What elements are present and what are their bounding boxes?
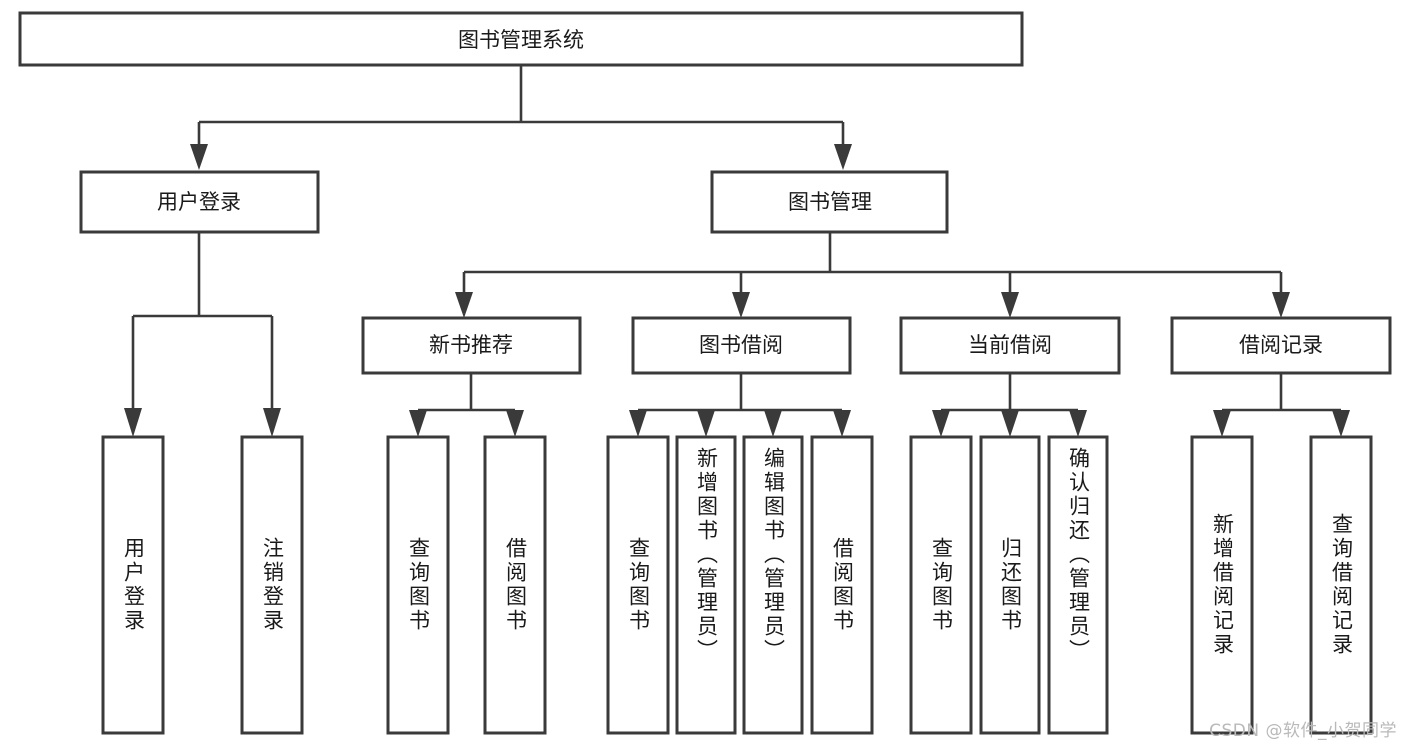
arrow-head-icon xyxy=(834,144,852,170)
arrow-head-icon xyxy=(629,410,647,437)
connector-new-book-recommend-to-leaves xyxy=(409,373,524,437)
arrow-head-icon xyxy=(455,292,473,318)
connector-root-to-level2 xyxy=(190,65,852,170)
node-new-book-recommend[interactable]: 新书推荐 xyxy=(361,316,582,375)
csdn-watermark: CSDN @软件_小贺同学 xyxy=(1209,721,1397,741)
arrow-head-icon xyxy=(409,410,427,437)
node-new-book-recommend-label: 新书推荐 xyxy=(429,333,513,357)
leaf-box-borrow-record-1[interactable] xyxy=(1309,435,1373,735)
leaf-box-new-book-1[interactable] xyxy=(483,435,547,735)
arrow-head-icon xyxy=(1213,410,1231,437)
node-borrow-record[interactable]: 借阅记录 xyxy=(1170,316,1392,375)
node-root[interactable]: 图书管理系统 xyxy=(18,11,1024,67)
node-book-borrow[interactable]: 图书借阅 xyxy=(631,316,852,375)
arrow-head-icon xyxy=(1332,410,1350,437)
leaf-box-book-borrow-2[interactable] xyxy=(742,435,804,735)
leaf-box-book-borrow-3[interactable] xyxy=(810,435,874,735)
node-current-borrow-label: 当前借阅 xyxy=(968,333,1052,357)
connector-user-login-to-leaves xyxy=(124,232,281,437)
node-user-login[interactable]: 用户登录 xyxy=(79,170,320,234)
connector-book-borrow-to-leaves xyxy=(629,373,851,437)
arrow-head-icon xyxy=(1001,410,1019,437)
arrow-head-icon xyxy=(506,410,524,437)
arrow-head-icon xyxy=(732,292,750,318)
connector-current-borrow-to-leaves xyxy=(932,373,1087,437)
leaf-box-new-book-0[interactable] xyxy=(386,435,450,735)
node-user-login-box[interactable] xyxy=(79,170,320,234)
connector-borrow-record-to-leaves xyxy=(1213,373,1350,437)
leaf-box-current-borrow-2[interactable] xyxy=(1047,435,1109,735)
leaf-box-user-login-0[interactable] xyxy=(101,435,165,735)
arrow-head-icon xyxy=(1272,292,1290,318)
arrow-head-icon xyxy=(1069,410,1087,437)
leaf-box-book-borrow-1[interactable] xyxy=(675,435,737,735)
arrow-head-icon xyxy=(263,408,281,437)
node-current-borrow-box[interactable] xyxy=(899,316,1121,375)
arrow-head-icon xyxy=(932,410,950,437)
node-root-box[interactable] xyxy=(18,11,1024,67)
leaf-box-borrow-record-0[interactable] xyxy=(1190,435,1254,735)
node-root-label: 图书管理系统 xyxy=(458,28,584,52)
arrow-head-icon xyxy=(833,410,851,437)
arrow-head-icon xyxy=(1001,292,1019,318)
node-user-login-label: 用户登录 xyxy=(157,190,241,214)
node-current-borrow[interactable]: 当前借阅 xyxy=(899,316,1121,375)
connector-book-management-to-level3 xyxy=(455,232,1290,318)
arrow-head-icon xyxy=(697,410,715,437)
arrow-head-icon xyxy=(124,408,142,437)
node-borrow-record-label: 借阅记录 xyxy=(1239,333,1323,357)
node-book-management-label: 图书管理 xyxy=(788,190,872,214)
node-new-book-recommend-box[interactable] xyxy=(361,316,582,375)
arrow-head-icon xyxy=(190,144,208,170)
node-book-management[interactable]: 图书管理 xyxy=(710,170,949,234)
leaf-box-current-borrow-1[interactable] xyxy=(979,435,1041,735)
node-book-borrow-label: 图书借阅 xyxy=(699,333,783,357)
leaf-box-book-borrow-0[interactable] xyxy=(606,435,670,735)
leaf-box-user-login-1[interactable] xyxy=(240,435,304,735)
leaf-box-current-borrow-0[interactable] xyxy=(909,435,973,735)
arrow-head-icon xyxy=(764,410,782,437)
